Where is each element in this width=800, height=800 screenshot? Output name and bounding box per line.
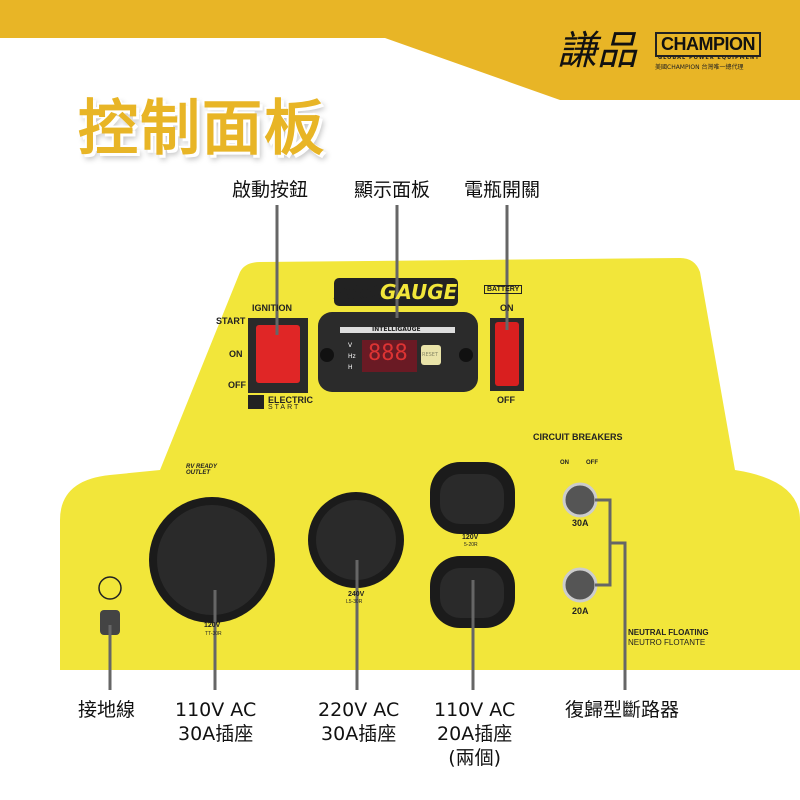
ground-terminal [100,610,120,635]
battery-switch[interactable] [495,322,519,386]
brand-tagline: GLOBAL POWER EQUIPMENT [658,55,760,61]
breakers-label: CIRCUIT BREAKERS [533,432,623,442]
callout-display-panel: 顯示面板 [354,179,431,201]
electric-label: ELECTRIC [268,395,313,405]
callout-ground: 接地線 [78,699,136,721]
ignition-label: IGNITION [252,303,292,313]
outlet-l5-sub: L5-30R [346,599,363,605]
breaker-20a[interactable] [562,567,598,603]
ignition-switch[interactable] [256,325,300,383]
electric-start-label: START [268,404,301,411]
callout-start-button: 啟動按鈕 [232,179,309,201]
header-band [0,0,800,100]
page-title: 控制面板 [78,94,326,164]
breaker-30a[interactable] [562,482,598,518]
breaker-off-label: OFF [586,460,598,466]
breaker-30a-label: 30A [572,518,589,528]
outlet-120v-sub: 5-20R [464,542,478,548]
gauge-label: INTELLIGAUGE [372,326,421,333]
outlet-30a-sub: TT-30R [205,631,222,637]
outlet-30a-voltage: 120V [204,622,221,629]
brand-logo-cn: 謙品 [557,28,637,74]
neutral-floating-label: NEUTRAL FLOATING [628,628,709,637]
gauge-brand: intelli [333,280,389,304]
gauge-readout: 888 [368,341,408,366]
breaker-on-label: ON [560,460,569,466]
reset-button[interactable] [421,345,441,365]
brand-logo: CHAMPION [655,32,761,57]
brand-subtitle: 美國CHAMPION 台灣唯一總代理 [655,64,744,71]
battery-label: BATTERY [484,285,523,294]
rv-ready-label: RV READY OUTLET [186,464,217,476]
battery-on-label: ON [500,303,514,313]
gauge-brand-2: GAUGE [380,280,458,304]
callout-battery-switch: 電瓶開關 [464,179,541,201]
callout-lines [108,205,627,690]
start-label: START [216,316,246,326]
callout-breakers: 復歸型斷路器 [565,699,680,721]
neutro-flotante-label: NEUTRO FLOTANTE [628,638,706,647]
battery-off-label: OFF [497,395,515,405]
off-label: OFF [228,380,246,390]
breaker-20a-label: 20A [572,606,589,616]
reset-label: RESET [422,352,439,358]
on-label: ON [229,349,243,359]
outlet-120v-label: 120V [462,534,479,541]
outlet-l5-voltage: 240V [348,591,365,598]
